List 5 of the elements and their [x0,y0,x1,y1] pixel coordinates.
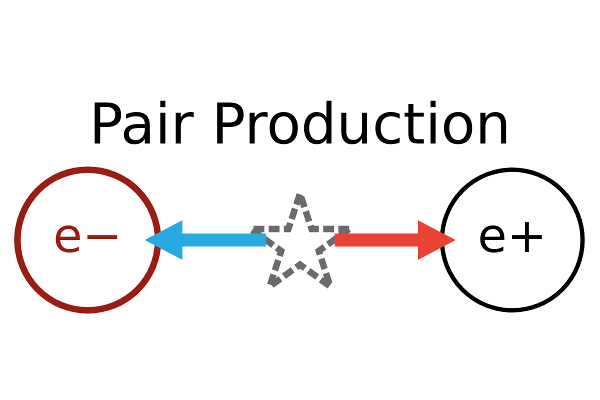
node-circle: e− [14,166,162,314]
node-circle: e+ [440,168,585,312]
arrow [334,220,456,260]
diagram-title: Pair Production [89,92,511,158]
arrow [144,220,266,260]
